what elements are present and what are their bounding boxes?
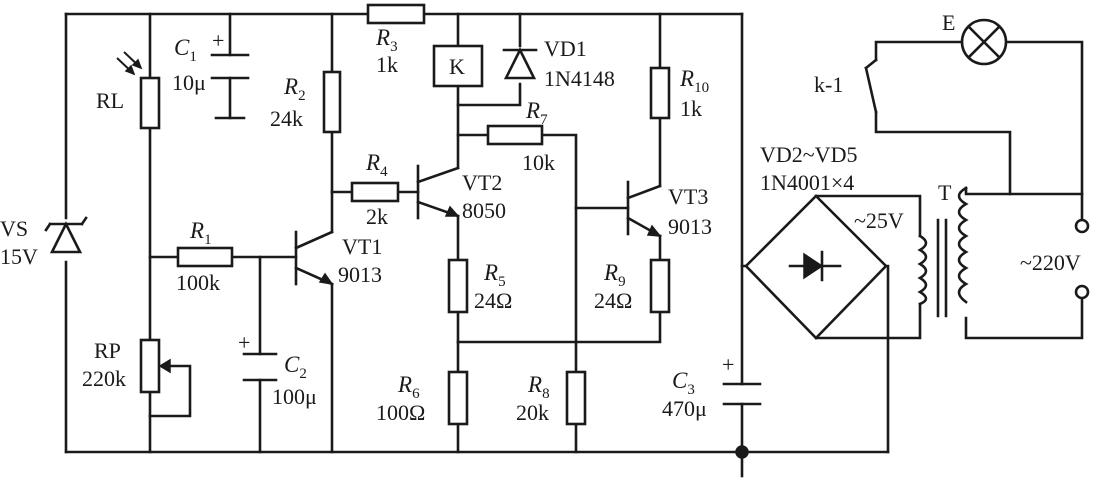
r9-value: 24Ω [594, 288, 632, 313]
resistor-r1 [176, 246, 234, 268]
r3-value: 1k [376, 52, 398, 77]
photoresistor-rl [116, 51, 161, 130]
c1-ref: C1 [174, 35, 197, 65]
c3-value: 470μ [662, 396, 707, 421]
resistor-r5 [447, 258, 469, 314]
r4-value: 2k [366, 204, 388, 229]
bridge-rectifier [744, 194, 888, 340]
r6-ref: R6 [397, 372, 420, 402]
resistor-r7 [486, 124, 544, 146]
r1-ref: R1 [189, 218, 212, 248]
transistor-vt3 [626, 180, 662, 238]
transformer-t [917, 186, 969, 318]
lamp-ref: E [942, 10, 955, 35]
transistor-vt2 [416, 164, 460, 220]
vs-ref: VS [0, 216, 28, 241]
resistor-r9 [649, 258, 671, 314]
vt1-ref: VT1 [342, 234, 382, 259]
transformer-ref: T [938, 180, 952, 205]
r9-ref: R9 [603, 260, 626, 290]
r7-ref: R7 [525, 98, 548, 128]
r8-ref: R8 [527, 372, 550, 402]
r8-value: 20k [516, 400, 549, 425]
resistor-r10 [649, 66, 671, 120]
zener-vs [44, 216, 88, 254]
vd1-value: 1N4148 [544, 66, 615, 91]
labels: VS 15V RL C1 + 10μ R2 24k R3 1k R1 100k … [0, 10, 1081, 425]
vd1-ref: VD1 [544, 36, 587, 61]
r5-ref: R5 [483, 260, 506, 290]
bridge-value: 1N4001×4 [760, 170, 854, 195]
r1-value: 100k [176, 270, 220, 295]
vt3-ref: VT3 [668, 184, 708, 209]
r7-value: 10k [522, 150, 555, 175]
switch-ref: k-1 [814, 72, 843, 97]
rl-ref: RL [96, 88, 124, 113]
wiring [64, 12, 1084, 454]
c2-ref: C2 [284, 352, 307, 382]
vt2-value: 8050 [462, 198, 506, 223]
r2-value: 24k [270, 106, 303, 131]
capacitor-c1 [210, 53, 250, 80]
c2-plus: + [238, 330, 250, 355]
vt2-ref: VT2 [462, 170, 502, 195]
rp-value: 220k [82, 366, 126, 391]
r4-ref: R4 [365, 150, 388, 180]
mains-terminals [1074, 218, 1090, 300]
rp-ref: RP [94, 338, 121, 363]
lamp-e [960, 18, 1008, 66]
r5-value: 24Ω [474, 288, 512, 313]
c1-value: 10μ [172, 70, 206, 95]
resistor-r6 [447, 370, 469, 426]
transistor-vt1 [294, 230, 334, 286]
r3-ref: R3 [375, 25, 398, 55]
resistor-r8 [565, 370, 587, 426]
potentiometer-rp [139, 338, 171, 394]
bridge-ref: VD2~VD5 [760, 142, 857, 167]
resistor-r2 [322, 70, 342, 134]
capacitor-c2 [242, 352, 278, 382]
c3-plus: + [722, 352, 734, 377]
resistor-r3 [366, 3, 426, 25]
capacitor-c3 [722, 382, 762, 406]
relay-k [432, 44, 484, 88]
r10-value: 1k [680, 96, 702, 121]
vt3-value: 9013 [668, 214, 712, 239]
r2-ref: R2 [283, 74, 306, 104]
diode-vd1 [502, 47, 538, 80]
c3-ref: C3 [672, 368, 695, 398]
c2-value: 100μ [272, 384, 317, 409]
vt1-value: 9013 [338, 262, 382, 287]
mains-voltage: ~220V [1020, 250, 1081, 275]
switch-k1 [864, 58, 878, 114]
relay-ref: K [449, 54, 465, 79]
vs-value: 15V [0, 244, 38, 269]
r6-value: 100Ω [376, 400, 425, 425]
c1-plus: + [212, 28, 224, 53]
r10-ref: R10 [679, 66, 709, 96]
resistor-r4 [350, 181, 400, 203]
secondary-voltage: ~25V [854, 208, 904, 233]
